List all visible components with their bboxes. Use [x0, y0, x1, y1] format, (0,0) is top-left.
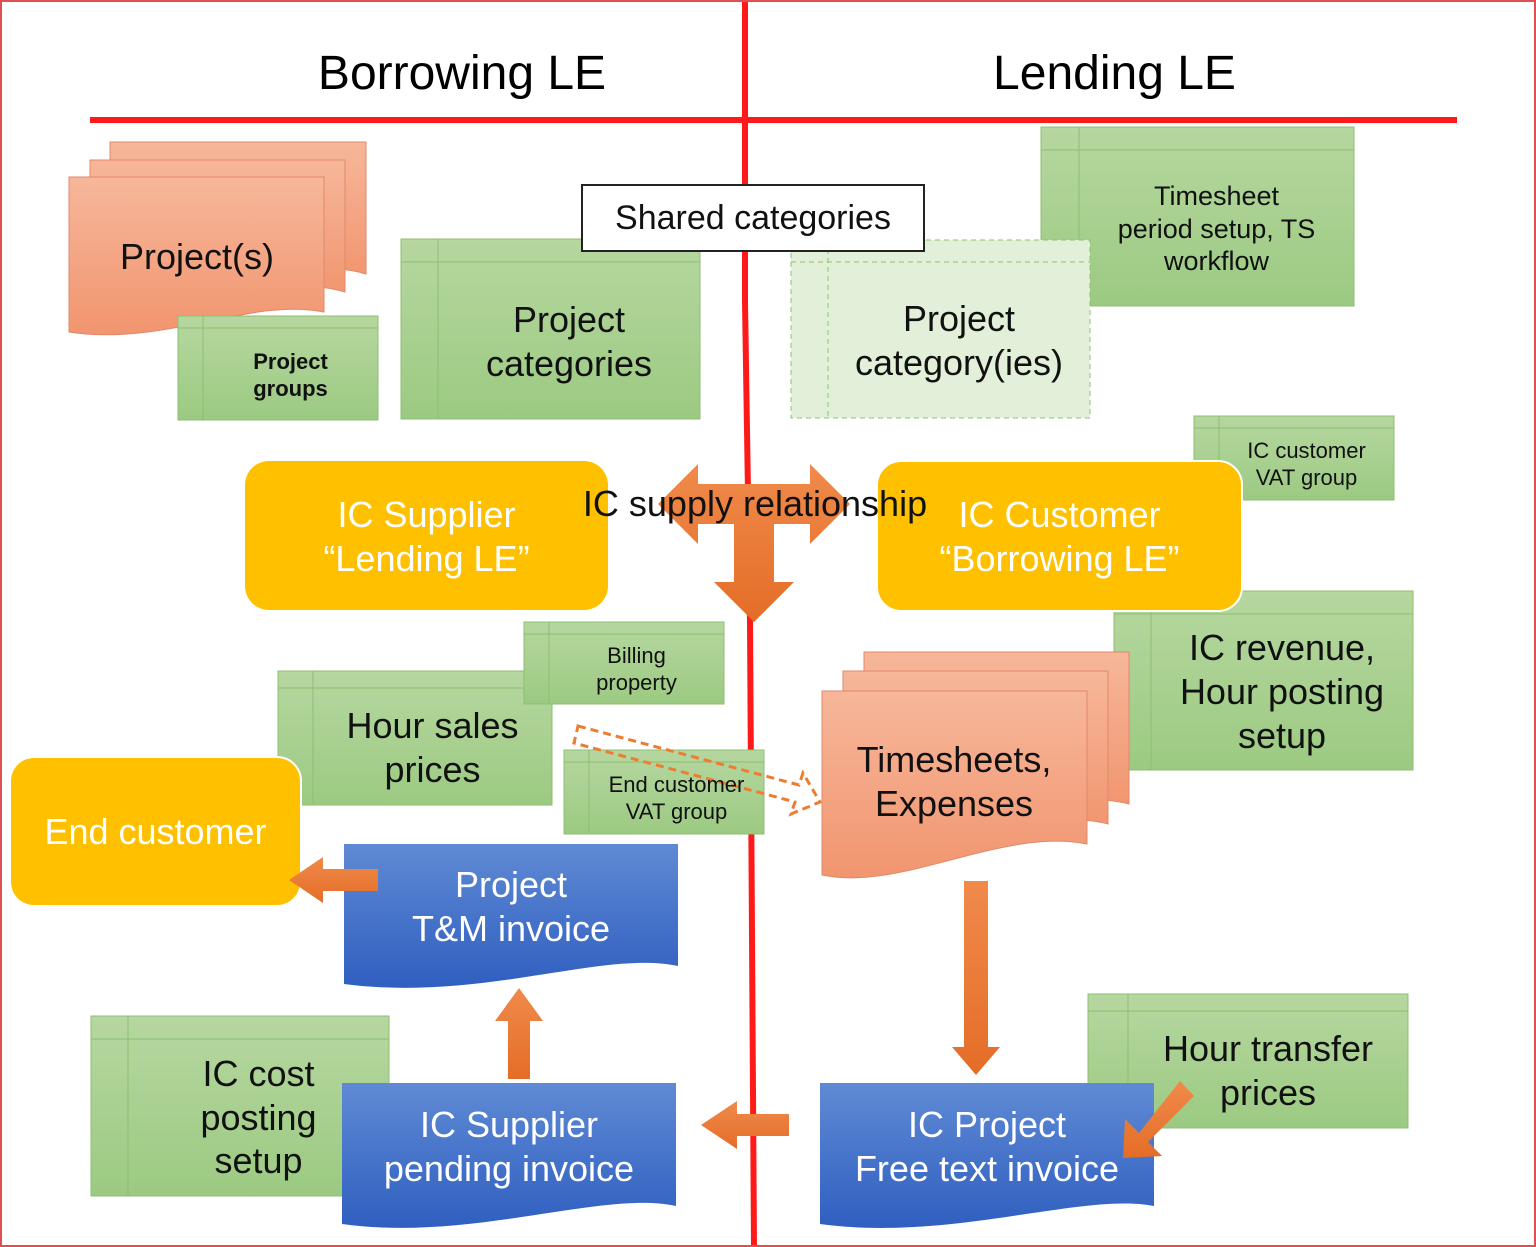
timesheets-document-shape	[821, 651, 1130, 879]
shared-categories-label: Shared categories	[581, 184, 925, 252]
hour-transfer-label: Hour transfer prices	[1162, 1027, 1374, 1113]
borrowing-le-header: Borrowing LE	[317, 46, 607, 100]
ic-revenue-table-shape	[1113, 590, 1414, 771]
timesheet-setup-label: Timesheet period setup, TS workflow	[1117, 180, 1316, 277]
hour-sales-prices-label: Hour sales prices	[346, 704, 519, 790]
end-customer-label: End customer	[44, 810, 267, 852]
ic-cost-label: IC cost posting setup	[200, 1052, 317, 1182]
tm-invoice-label: Project T&M invoice	[411, 864, 611, 949]
timesheets-document-label: Timesheets, Expenses	[856, 739, 1052, 824]
projects-document-label: Project(s)	[119, 236, 275, 278]
ic-project-to-pending-arrow	[701, 1101, 789, 1149]
hour-sales-prices-table-shape	[277, 670, 553, 806]
project-category-ies-label: Project category(ies)	[854, 298, 1064, 383]
ic-customer-label: IC Customer “Borrowing LE”	[939, 494, 1180, 579]
ic-supply-relationship-label: IC supply relationship	[582, 483, 928, 525]
transfer-prices-to-ic-project-arrow	[1123, 1081, 1194, 1158]
billing-property-label: Billing property	[596, 643, 677, 695]
ic-supply-relationship-arrow	[658, 464, 850, 622]
ic-cost-table-shape	[90, 1015, 390, 1197]
project-categories-label: Project categories	[485, 298, 653, 384]
end-customer-vat-table-shape	[563, 749, 765, 835]
ic-supplier-label: IC Supplier “Lending LE”	[323, 494, 530, 579]
lending-le-header: Lending LE	[993, 46, 1236, 100]
end-customer-vat-label: End customer VAT group	[608, 772, 745, 824]
timesheets-to-ic-project-arrow	[952, 881, 1000, 1075]
billing-property-table-shape	[523, 621, 725, 705]
ic-supplier-shape	[245, 461, 608, 610]
ic-project-free-text-label: IC Project Free text invoice	[854, 1104, 1120, 1189]
project-groups-label: Project groups	[253, 349, 328, 401]
ic-customer-vat-label: IC customer VAT group	[1247, 438, 1366, 490]
up-to-tm-invoice-arrow	[495, 988, 543, 1079]
ic-supplier-pending-label: IC Supplier pending invoice	[383, 1104, 635, 1189]
project-groups-table-shape	[177, 315, 379, 421]
dashed-link-arrow	[572, 724, 823, 817]
center-divider-line	[742, 2, 757, 1245]
projects-document-shape	[68, 141, 367, 336]
ic-supplier-pending-shape	[342, 1083, 676, 1228]
ic-customer-shape	[876, 460, 1243, 612]
end-customer-shape	[9, 756, 302, 907]
ic-project-free-text-shape	[820, 1083, 1154, 1228]
to-end-customer-arrow	[289, 857, 378, 903]
tm-invoice-shape	[344, 844, 678, 988]
timesheet-setup-table-shape	[1040, 126, 1355, 307]
ic-revenue-label: IC revenue, Hour posting setup	[1179, 627, 1385, 756]
project-categories-table-shape	[400, 238, 701, 420]
project-category-ies-table-shape	[790, 239, 1091, 419]
